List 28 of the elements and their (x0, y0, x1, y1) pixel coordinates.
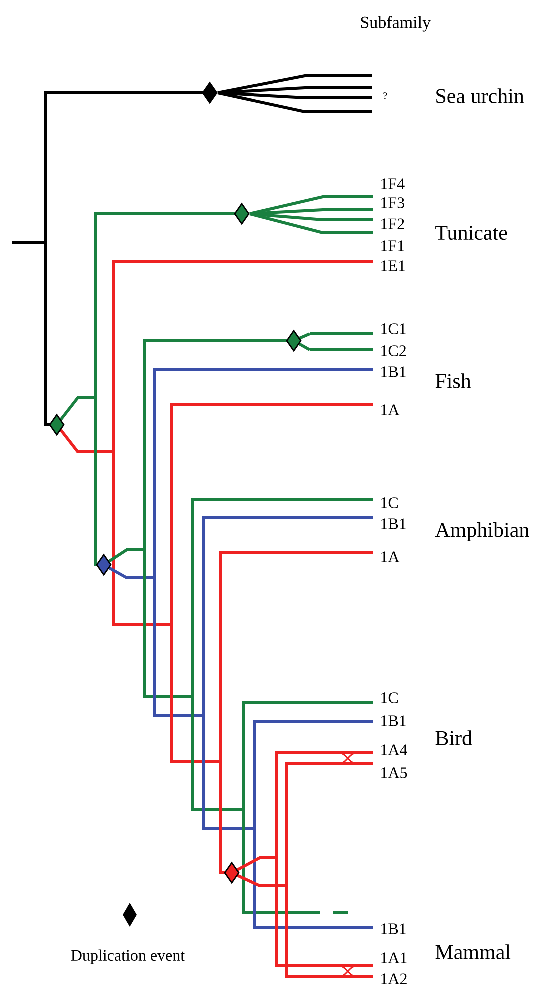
leaf-label: 1A1 (382, 952, 407, 964)
leaf-label: 1C (382, 692, 398, 704)
leaf-label: 1A (382, 404, 400, 416)
leaf-label: 1B1 (382, 924, 406, 934)
species-label: Bird (436, 730, 472, 746)
leaf-label: 1F3 (382, 198, 404, 208)
leaf-label: 1F1 (382, 240, 404, 252)
species-label: Fish (436, 374, 472, 388)
species-label: Mammal (436, 944, 511, 960)
leaf-label: ? (384, 92, 388, 100)
leaf-label: 1C1 (382, 324, 406, 334)
leaf-label: 1F2 (382, 218, 404, 230)
column-heading: Subfamily (361, 16, 431, 32)
species-label: Amphibian (435, 522, 530, 542)
leaf-label: 1B1 (382, 716, 406, 726)
leaf-label: 1C2 (382, 346, 406, 356)
leaf-label: 1F4 (382, 178, 405, 190)
species-label: Tunicate (436, 226, 508, 240)
species-label: Sea urchin (436, 88, 524, 104)
leaf-label: 1A4 (382, 744, 408, 756)
leaf-label: 1B1 (382, 518, 406, 530)
legend-label: Duplication event (71, 950, 185, 964)
leaf-label: 1A2 (382, 974, 407, 984)
leaf-label: 1C (382, 498, 398, 508)
leaf-label: 1A (382, 552, 400, 562)
leaf-label: 1A5 (382, 768, 408, 778)
leaf-label: 1E1 (382, 260, 406, 272)
leaf-label: 1B1 (382, 366, 406, 378)
